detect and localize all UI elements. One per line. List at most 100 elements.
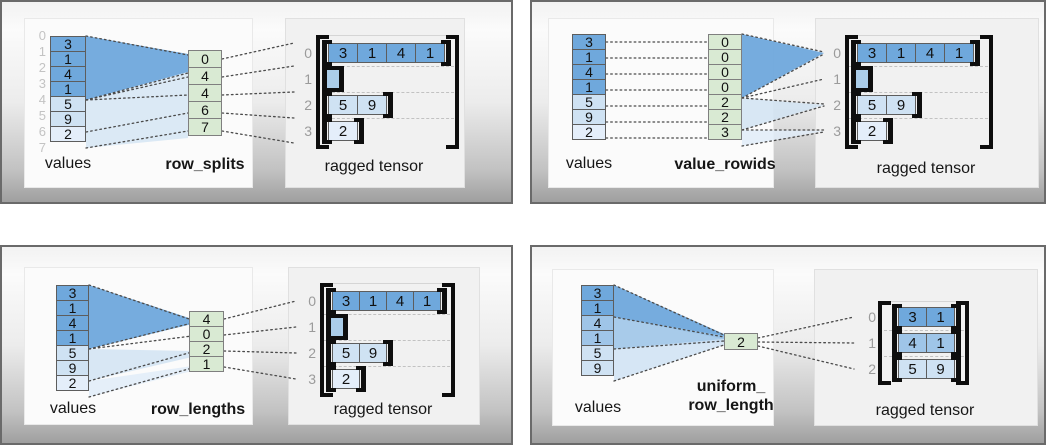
row-separator <box>322 118 459 119</box>
row-label: 0 <box>868 309 876 325</box>
row-length-cell: 4 <box>189 311 224 327</box>
value-index-label: 1 <box>38 44 46 59</box>
left-bracket-icon <box>851 40 861 66</box>
big-right-bracket-icon <box>980 35 993 149</box>
right-bracket-icon <box>912 92 922 118</box>
right-bracket-icon <box>354 118 364 144</box>
value-cell: 4 <box>572 64 606 80</box>
left-bracket-icon <box>851 92 861 118</box>
left-bracket-icon <box>322 118 332 144</box>
value-rowid-cell: 0 <box>708 64 742 80</box>
big-left-bracket-icon <box>878 301 891 385</box>
row-label: 3 <box>304 123 312 139</box>
value-cell: 1 <box>572 79 606 95</box>
left-bracket-icon <box>326 340 336 366</box>
big-right-bracket-icon <box>446 35 459 149</box>
value-rowid-cell: 0 <box>708 34 742 50</box>
row-splits-cell: 4 <box>188 84 222 102</box>
ragged-cell: 3 <box>328 43 358 63</box>
ragged-cell: 1 <box>357 43 387 63</box>
ragged-cell: 2 <box>857 121 887 141</box>
value-cell: 4 <box>581 315 614 331</box>
ragged-cell: 3 <box>857 43 887 63</box>
value-index-label: 5 <box>38 108 46 123</box>
row-separator <box>884 330 969 331</box>
matrix-top-line <box>316 35 459 36</box>
ragged-row-empty <box>326 314 348 340</box>
value-cell: 4 <box>50 66 86 82</box>
ragged-tensor-label: ragged tensor <box>333 401 433 418</box>
values-label: values <box>565 155 613 172</box>
row-splits-cell: 4 <box>188 67 222 85</box>
ragged-cell: 4 <box>898 333 927 353</box>
matrix-top-line <box>320 283 455 284</box>
row-length-cell: 1 <box>189 356 224 372</box>
row-separator <box>324 314 455 315</box>
ragged-tensor-label: ragged tensor <box>875 402 975 419</box>
value-cell: 2 <box>50 126 86 142</box>
ragged-cell: 1 <box>886 43 916 63</box>
value-cell: 2 <box>572 124 606 140</box>
right-bracket-icon <box>883 118 893 144</box>
right-bracket-icon <box>862 66 873 92</box>
big-left-bracket-icon <box>320 283 333 397</box>
left-bracket-icon <box>892 330 902 356</box>
values-label: values <box>49 400 97 417</box>
right-bracket-icon <box>437 288 447 314</box>
left-bracket-icon <box>322 92 332 118</box>
row-label: 3 <box>833 123 841 139</box>
value-cell: 5 <box>572 94 606 110</box>
row-label: 0 <box>308 293 316 309</box>
ragged-cell: 4 <box>386 43 416 63</box>
value-cell: 1 <box>56 330 89 346</box>
value-cell: 3 <box>50 36 86 52</box>
value-cell: 3 <box>572 34 606 50</box>
row-splits-cell: 7 <box>188 118 222 136</box>
ragged-cell: 3 <box>898 307 927 327</box>
ragged-cell: 9 <box>886 95 916 115</box>
big-right-bracket-icon <box>956 301 969 385</box>
row-length-cell: 2 <box>189 341 224 357</box>
ragged-cell: 5 <box>332 343 360 363</box>
param-label-line2: row_length <box>688 397 774 414</box>
value-cell: 9 <box>581 360 614 376</box>
ragged-tensor-label: ragged tensor <box>324 158 424 175</box>
right-bracket-icon <box>333 66 344 92</box>
value-rowid-cell: 0 <box>708 79 742 95</box>
value-cell: 1 <box>50 81 86 97</box>
ragged-cell: 5 <box>328 95 358 115</box>
value-rowid-cell: 3 <box>708 124 742 140</box>
ragged-cell: 9 <box>357 95 387 115</box>
big-left-bracket-icon <box>316 35 329 149</box>
ragged-cell: 1 <box>944 43 974 63</box>
value-cell: 3 <box>56 285 89 301</box>
value-cell: 9 <box>572 109 606 125</box>
value-rowid-cell: 2 <box>708 94 742 110</box>
uniform-row-length-cell: 2 <box>724 333 758 350</box>
ragged-cell: 1 <box>413 291 441 311</box>
row-separator <box>322 66 459 67</box>
value-index-label: 7 <box>38 140 46 155</box>
value-rowid-cell: 0 <box>708 49 742 65</box>
row-label: 1 <box>833 71 841 87</box>
value-cell: 1 <box>581 300 614 316</box>
value-cell: 1 <box>50 51 86 67</box>
right-bracket-icon <box>951 330 961 356</box>
ragged-cell: 5 <box>857 95 887 115</box>
row-splits-cell: 6 <box>188 101 222 119</box>
row-separator <box>849 66 993 67</box>
right-bracket-icon <box>383 92 393 118</box>
value-rowid-cell: 2 <box>708 109 742 125</box>
